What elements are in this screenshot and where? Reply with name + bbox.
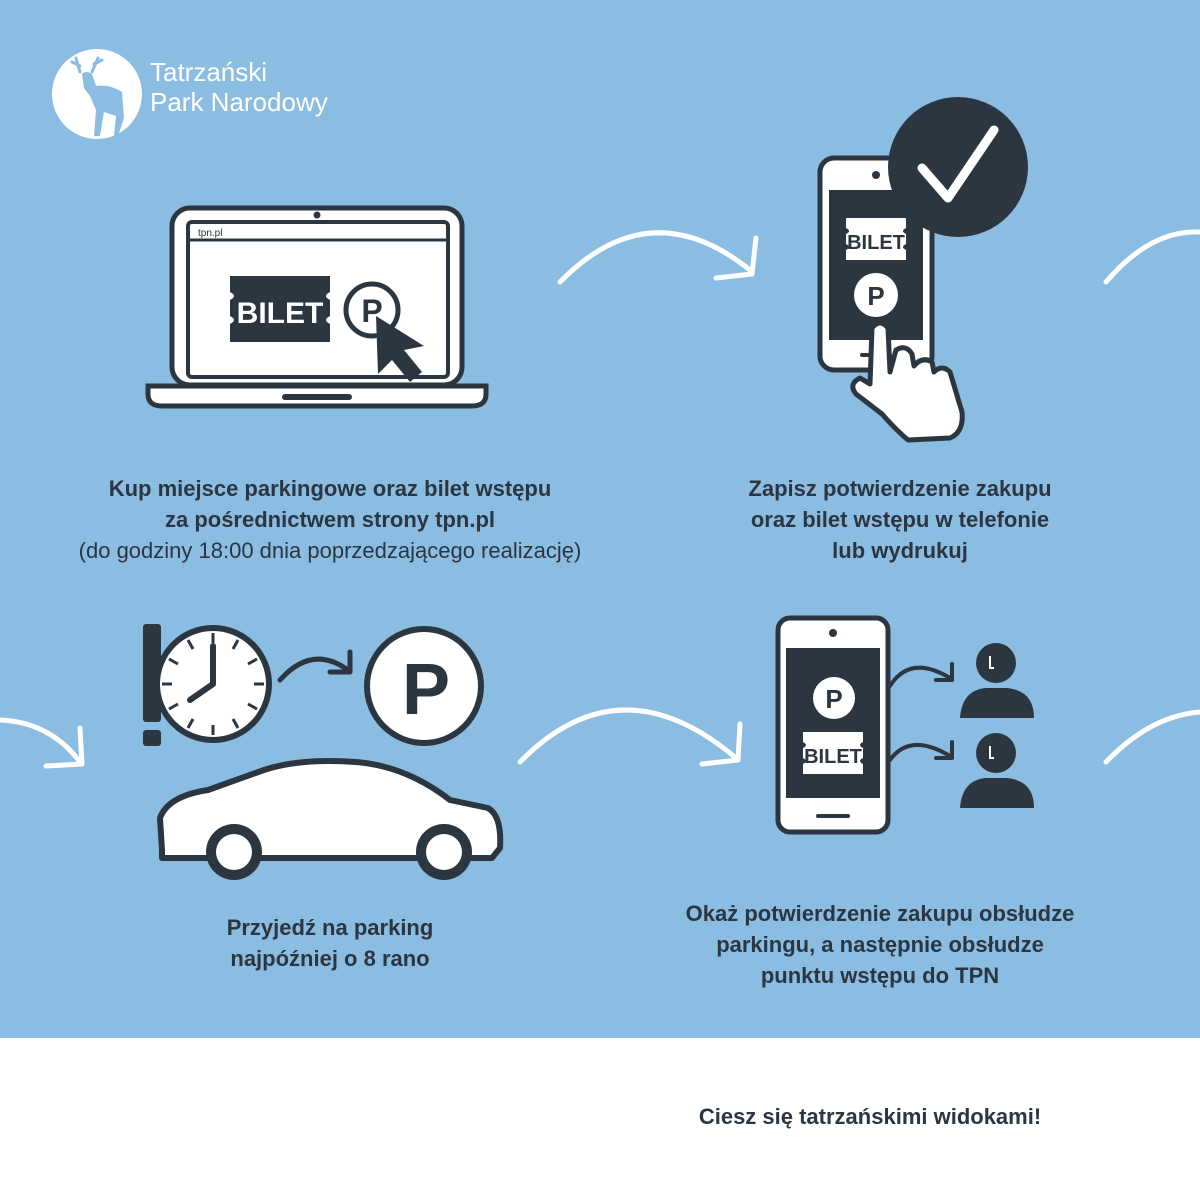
- arrow-icon: [0, 717, 85, 769]
- arrow-icon: [277, 649, 353, 683]
- ticket-label: BILET: [847, 232, 905, 254]
- parking-letter: P: [867, 281, 884, 311]
- logo-line-1: Tatrzański: [150, 57, 268, 87]
- laptop-url-text: tpn.pl: [198, 228, 222, 239]
- step-3-line-1: Przyjedź na parking: [226, 915, 434, 940]
- car-icon: [157, 758, 504, 880]
- step-2-line-1: Zapisz potwierdzenie zakupu: [748, 476, 1052, 501]
- footer-text: Ciesz się tatrzańskimi widokami!: [698, 1104, 1042, 1129]
- step-2-caption: Zapisz potwierdzenie zakupu oraz bilet w…: [640, 473, 1160, 566]
- step-3-line-2: najpóźniej o 8 rano: [230, 946, 430, 971]
- step-1-note: (do godziny 18:00 dnia poprzedzającego r…: [78, 538, 582, 563]
- ticket-icon: [230, 276, 330, 342]
- person-icon: [960, 643, 1034, 718]
- step-4-line-3: punktu wstępu do TPN: [760, 963, 1000, 988]
- parking-icon: [364, 626, 484, 746]
- alarm-clock-icon: [143, 624, 272, 746]
- step-4-caption: Okaż potwierdzenie zakupu obsłudze parki…: [610, 898, 1150, 991]
- parking-letter: P: [825, 684, 842, 714]
- step-1-caption: Kup miejsce parkingowe oraz bilet wstępu…: [20, 473, 640, 566]
- parking-letter: P: [402, 650, 450, 730]
- parking-icon: [813, 677, 855, 719]
- step-2-line-2: oraz bilet wstępu w telefonie: [750, 507, 1050, 532]
- parking-icon: [854, 273, 898, 317]
- step-3-caption: Przyjedź na parking najpóźniej o 8 rano: [130, 912, 530, 974]
- arrow-icon: [517, 707, 743, 767]
- arrow-icon: [1103, 709, 1200, 765]
- ticket-icon: [846, 218, 906, 260]
- smartphone-icon: [775, 615, 891, 835]
- step-1-line-2: za pośrednictwem strony tpn.pl: [164, 507, 496, 532]
- step-2-line-3: lub wydrukuj: [832, 538, 968, 563]
- ticket-label: BILET: [237, 297, 324, 330]
- deer-logo-icon: [52, 49, 142, 139]
- cursor-icon: [376, 316, 424, 382]
- logo-wordmark: Tatrzański Park Narodowy: [150, 57, 328, 117]
- step-4-line-2: parkingu, a następnie obsłudze: [716, 932, 1044, 957]
- arrow-icon: [557, 230, 759, 285]
- arrow-icon: [1103, 229, 1200, 285]
- logo-line-2: Park Narodowy: [150, 87, 328, 117]
- ticket-icon: [803, 732, 863, 774]
- step-1-line-1: Kup miejsce parkingowe oraz bilet wstępu: [108, 476, 552, 501]
- footer-band: [0, 1038, 1200, 1200]
- arrow-icon: [888, 740, 954, 762]
- checkmark-icon: [888, 97, 1028, 237]
- step-4-line-1: Okaż potwierdzenie zakupu obsłudze: [685, 901, 1075, 926]
- arrow-icon: [888, 662, 954, 688]
- hand-pointer-icon: [850, 320, 965, 443]
- person-icon: [960, 733, 1034, 808]
- ticket-label: BILET: [804, 746, 862, 768]
